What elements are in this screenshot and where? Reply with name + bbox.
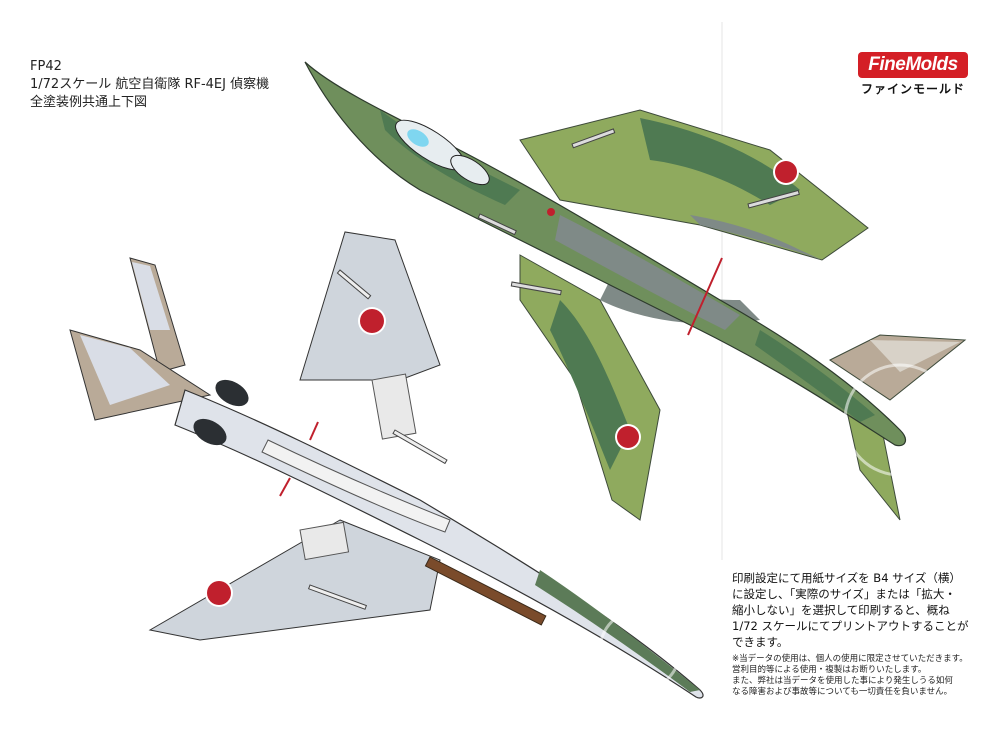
rear-canopy	[450, 154, 490, 186]
landing-gear-bay	[371, 373, 417, 440]
disclaimer-line: ※当データの使用は、個人の使用に限定させていただきます。	[732, 654, 968, 664]
tail-light-area	[80, 335, 170, 405]
wing-fold-line	[687, 257, 723, 336]
camo-patch	[640, 118, 800, 205]
disclaimer-line: 営利目的等による使用・複製はお断りいたします。	[732, 665, 927, 675]
hinomaru-roundel-icon	[617, 426, 639, 448]
instruction-line: 印刷設定にて用紙サイズを B4 サイズ（横）	[732, 571, 961, 585]
bottom-view-lower-wing	[148, 519, 441, 641]
centerline-fuel-tank	[261, 439, 451, 533]
top-view-missiles	[477, 128, 800, 296]
instruction-line: に設定し、「実際のサイズ」または「拡大・	[732, 587, 956, 601]
sheet-title: 1/72スケール 航空自衛隊 RF-4EJ 偵察機	[30, 77, 270, 92]
hinomaru-roundel-icon	[360, 309, 384, 333]
disclaimer-line: なる障害および事故等についても一切責任を負いません。	[732, 687, 953, 697]
hinomaru-roundel-icon	[775, 161, 797, 183]
top-view-aircraft	[304, 61, 967, 521]
camo-patch	[550, 300, 630, 470]
instruction-line: できます。	[732, 635, 789, 649]
wing-fold-line	[279, 477, 291, 497]
print-notes: 印刷設定にて用紙サイズを B4 サイズ（横） に設定し、「実際のサイズ」または「…	[732, 570, 982, 698]
bottom-view-aircraft	[69, 231, 704, 699]
bottom-view-upper-wing	[299, 231, 441, 381]
recon-pod	[424, 556, 547, 626]
camo-patch	[690, 215, 822, 260]
engine-nozzle	[193, 418, 227, 446]
wing-fold-line	[309, 421, 319, 441]
brand-logo: FineMolds ファインモールド	[858, 52, 968, 97]
camo-patch	[755, 330, 875, 422]
camo-patch	[555, 215, 740, 330]
usage-disclaimer: ※当データの使用は、個人の使用に限定させていただきます。 営利目的等による使用・…	[732, 654, 982, 698]
hinomaru-roundel-icon	[207, 581, 231, 605]
brand-kana: ファインモールド	[860, 82, 965, 96]
watermark-overlay	[598, 363, 957, 692]
product-code: FP42	[30, 59, 62, 74]
sheet-subtitle: 全塗装例共通上下図	[30, 95, 148, 110]
landing-gear-bay	[299, 521, 350, 561]
tail-light-area	[132, 262, 170, 330]
small-marking-icon	[547, 208, 555, 216]
brand-logo-mark: FineMolds	[858, 52, 968, 78]
sheet-header: FP42 1/72スケール 航空自衛隊 RF-4EJ 偵察機 全塗装例共通上下図	[30, 58, 269, 112]
nose-camo-section	[535, 570, 700, 692]
canopy-glass-icon	[407, 129, 429, 147]
print-instructions: 印刷設定にて用紙サイズを B4 サイズ（横） に設定し、「実際のサイズ」または「…	[732, 570, 982, 650]
engine-nozzle	[215, 379, 249, 407]
top-view-left-wing	[519, 109, 869, 261]
instruction-line: 縮小しない」を選択して印刷すると、概ね	[732, 603, 950, 617]
bottom-view-missiles	[307, 269, 448, 610]
instruction-line: 1/72 スケールにてプリントアウトすることが	[732, 619, 969, 633]
disclaimer-line: また、弊社は当データを使用した事により発生しうる如何	[732, 676, 953, 686]
